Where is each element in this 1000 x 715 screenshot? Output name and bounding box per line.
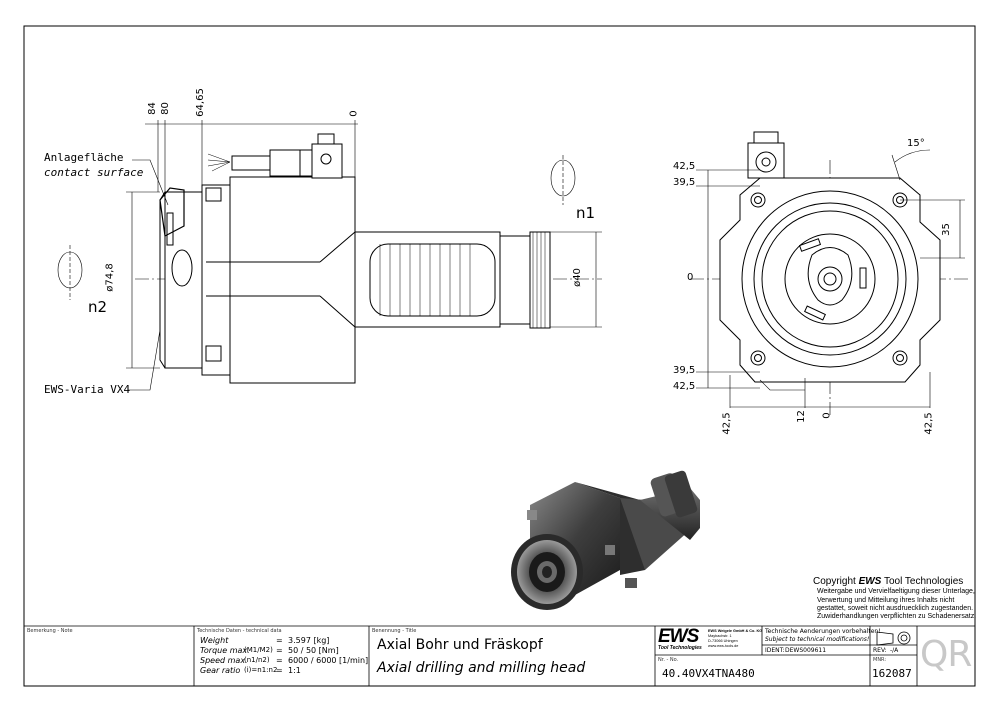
- label-anlageflaeche: Anlagefläche: [44, 151, 124, 164]
- title-block-grid: [24, 625, 975, 686]
- company-address: EWS Weigele GmbH & Co. KG Maybachstr. 1 …: [708, 629, 762, 649]
- changes-note-de: Technische Aenderungen vorbehalten!: [765, 628, 881, 635]
- tech-row-torque-label: Torque max.: [200, 646, 250, 655]
- title-label: Benennung - Title: [372, 628, 417, 634]
- tech-row-torque-sub: (M1/M2): [244, 646, 273, 654]
- dim-64-65: 64,65: [194, 88, 206, 117]
- dim-0-left: 0: [687, 272, 694, 283]
- rev-value: -/A: [890, 647, 899, 654]
- label-n2: n2: [88, 298, 108, 316]
- tech-row-gear-label: Gear ratio: [200, 666, 241, 675]
- drawing-frame: [23, 25, 976, 687]
- side-view-dimensions: [57, 120, 602, 391]
- dim-39-5-top: 39,5: [673, 177, 696, 188]
- dim-diameter-74-8: ø74,8: [104, 263, 116, 292]
- dim-0-top: 0: [348, 110, 360, 117]
- copyright-prefix: Copyright: [813, 576, 859, 587]
- tech-row-gear-value: 1:1: [288, 666, 301, 675]
- label-contact-surface: contact surface: [44, 166, 144, 179]
- copyright-title: Copyright EWS Tool Technologies: [813, 576, 963, 587]
- tech-row-weight-label: Weight: [200, 636, 229, 645]
- ews-logo: EWS Tool Technologies: [658, 626, 706, 652]
- dim-42-5-bottom: 42,5: [673, 381, 696, 392]
- dim-80: 80: [159, 102, 171, 115]
- side-view: [135, 133, 602, 384]
- copyright-line: gestattet, soweit nicht ausdruecklich zu…: [817, 605, 974, 612]
- copyright-line: Weitergabe und Vervielfaeltigung dieser …: [817, 588, 975, 595]
- tech-row-weight-value: 3.597 [kg]: [288, 636, 330, 645]
- front-view-dimensions: [696, 149, 965, 408]
- dim-angle-15: 15°: [907, 138, 925, 149]
- company-line: EWS Weigele GmbH & Co. KG: [708, 629, 763, 633]
- material-number: 162087: [872, 667, 912, 680]
- ews-logo-text: EWS: [658, 626, 699, 647]
- copyright-brand: EWS: [858, 576, 882, 587]
- tech-data-label: Technische Daten - technical data: [197, 628, 282, 634]
- dim-bottom-42-5-right: 42,5: [923, 412, 935, 435]
- changes-note-en: Subject to technical modifications!: [765, 636, 870, 643]
- front-view: [690, 131, 970, 415]
- label-ews-varia: EWS-Varia VX4: [44, 383, 131, 396]
- tech-row-torque-sep: =: [276, 646, 283, 655]
- copyright-suffix: Tool Technologies: [881, 576, 964, 587]
- company-line: www.ews-tools.de: [708, 644, 739, 648]
- dim-35: 35: [940, 223, 952, 236]
- dim-39-5-bottom: 39,5: [673, 365, 696, 376]
- dim-84: 84: [146, 102, 158, 115]
- tech-row-speed-value: 6000 / 6000 [1/min]: [288, 656, 369, 665]
- dim-bottom-0: 0: [821, 412, 833, 419]
- iso-render: [511, 470, 700, 610]
- company-line: D-73066 Uhingen: [708, 639, 738, 643]
- note-label: Bemerkung - Note: [27, 628, 73, 634]
- part-number: 40.40VX4TNA480: [662, 667, 755, 680]
- qr-placeholder: QR: [920, 634, 972, 675]
- copyright-line: Zuwiderhandlungen verpflichten zu Schade…: [817, 613, 977, 620]
- label-n1: n1: [576, 204, 596, 222]
- part-number-label: Nr. - No.: [658, 657, 679, 663]
- tech-row-gear-sep: =: [276, 666, 283, 675]
- drawing-title-en: Axial drilling and milling head: [377, 660, 586, 676]
- company-line: Maybachstr. 1: [708, 634, 732, 638]
- copyright-line: Verwertung und Mitteilung ihres Inhalts …: [817, 597, 955, 604]
- ews-logo-sub: Tool Technologies: [658, 645, 702, 651]
- drawing-title-de: Axial Bohr und Fräskopf: [377, 637, 543, 653]
- dim-bottom-42-5-left: 42,5: [721, 412, 733, 435]
- tech-row-weight-sep: =: [276, 636, 283, 645]
- dim-diameter-40: ø40: [571, 268, 583, 287]
- rev-label: REV:: [873, 647, 887, 654]
- dim-bottom-12: 12: [795, 410, 807, 423]
- tech-row-torque-value: 50 / 50 [Nm]: [288, 646, 339, 655]
- tech-row-gear-sub: (i)=n1:n2: [244, 666, 278, 674]
- tech-row-speed-sub: (n1/n2): [244, 656, 270, 664]
- tech-row-speed-label: Speed max.: [200, 656, 248, 665]
- dim-42-5-top: 42,5: [673, 161, 696, 172]
- ident-label: IDENT:: [765, 647, 785, 654]
- material-number-label: MNR:: [873, 657, 887, 663]
- ident-value: DEWS009611: [785, 647, 827, 654]
- tech-row-speed-sep: =: [276, 656, 283, 665]
